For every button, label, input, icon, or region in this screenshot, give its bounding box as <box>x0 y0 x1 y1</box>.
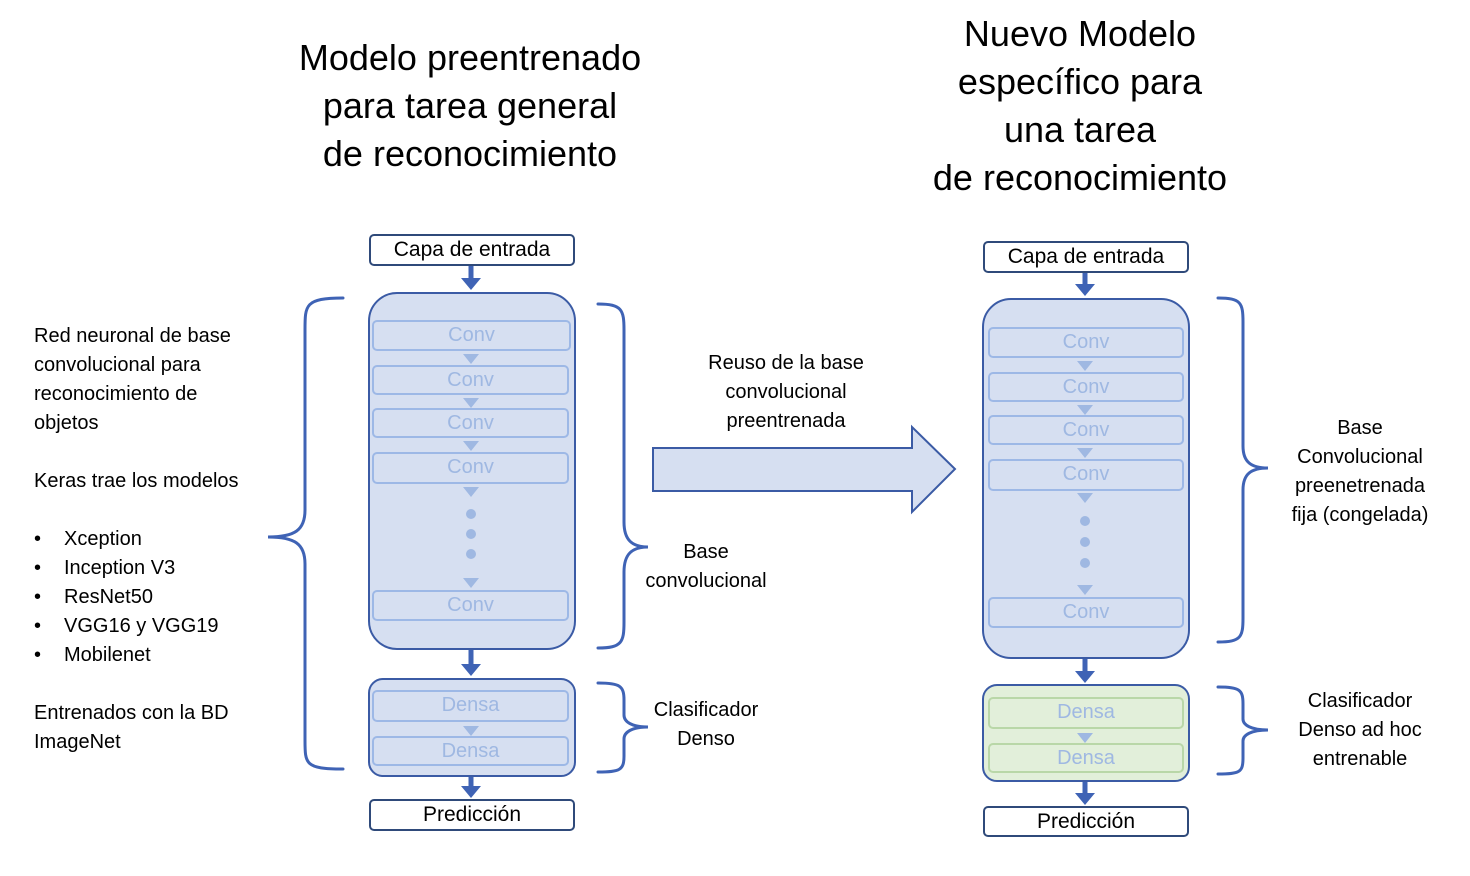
left-conv-layer: Conv <box>372 320 571 351</box>
left-outer-brace <box>267 296 345 771</box>
base-brace <box>596 302 649 650</box>
right-inner-arrows <box>1077 361 1093 743</box>
left-conv-block <box>368 292 576 650</box>
right-classifier-label-line: Denso ad hoc <box>1298 719 1422 741</box>
left-dense-layer: Densa <box>372 690 569 722</box>
right-ellipsis-dots <box>1080 516 1090 568</box>
left-conv-layer: Conv <box>372 452 569 484</box>
left-conv-layer: Conv <box>372 408 569 438</box>
model-list-item: ResNet50 <box>34 583 274 612</box>
base-convolucional-label: Base convolucional <box>630 538 782 596</box>
right-input-layer: Capa de entrada <box>983 241 1189 273</box>
left-input-layer: Capa de entrada <box>369 234 575 266</box>
left-dense-layer: Densa <box>372 736 569 766</box>
model-list: Xception Inception V3 ResNet50 VGG16 y V… <box>34 525 274 670</box>
right-title-line: Nuevo Modelo <box>963 13 1197 54</box>
right-flow-arrows <box>1075 273 1095 805</box>
right-base-label-line: Convolucional <box>1297 446 1423 468</box>
right-conv-layer: Conv <box>988 372 1184 402</box>
reuse-arrow <box>652 424 957 515</box>
left-inner-arrows <box>463 354 479 736</box>
right-classifier-label-line: Clasificador <box>1307 690 1413 712</box>
right-classifier-label: Clasificador Denso ad hoc entrenable <box>1280 687 1440 774</box>
classifier-label-line: Clasificador <box>653 699 759 721</box>
left-flow-arrows <box>461 266 481 798</box>
trained-line: ImageNet <box>34 731 121 753</box>
reuse-label-line: convolucional <box>725 381 847 403</box>
left-title: Modelo preentrenado para tarea general d… <box>240 34 700 178</box>
reuse-label: Reuso de la base convolucional preentren… <box>680 349 892 436</box>
description-line: reconocimiento de <box>34 383 198 405</box>
right-base-brace <box>1216 296 1269 644</box>
classifier-brace <box>596 681 649 774</box>
right-title-line: de reconocimiento <box>932 157 1228 198</box>
left-description: Red neuronal de base convolucional para … <box>34 322 274 757</box>
left-title-line: de reconocimiento <box>322 133 618 174</box>
trained-line: Entrenados con la BD <box>34 702 229 724</box>
left-title-line: para tarea general <box>322 85 618 126</box>
reuse-label-line: preentrenada <box>726 410 846 432</box>
left-prediction-layer: Predicción <box>369 799 575 831</box>
right-conv-layer: Conv <box>988 459 1184 491</box>
right-classifier-brace <box>1216 685 1269 776</box>
classifier-label: Clasificador Denso <box>636 696 776 754</box>
right-dense-layer: Densa <box>988 697 1184 729</box>
left-ellipsis-dots <box>466 509 476 559</box>
right-base-label: Base Convolucional preenetrenada fija (c… <box>1278 414 1442 530</box>
model-list-item: Inception V3 <box>34 554 274 583</box>
right-title-line: una tarea <box>1003 109 1157 150</box>
right-dense-layer: Densa <box>988 743 1184 773</box>
right-base-label-line: preenetrenada <box>1294 475 1426 497</box>
right-title-line: específico para <box>957 61 1203 102</box>
right-classifier-label-line: entrenable <box>1312 748 1408 770</box>
description-line: Red neuronal de base <box>34 325 231 347</box>
right-conv-layer: Conv <box>988 327 1184 358</box>
right-base-label-line: Base <box>1337 417 1383 439</box>
description-line: objetos <box>34 412 99 434</box>
right-conv-block <box>982 298 1190 659</box>
keras-line: Keras trae los modelos <box>34 470 239 492</box>
model-list-item: VGG16 y VGG19 <box>34 612 274 641</box>
base-label-line: convolucional <box>645 570 767 592</box>
right-prediction-layer: Predicción <box>983 806 1189 837</box>
right-base-label-line: fija (congelada) <box>1291 504 1429 526</box>
model-list-item: Xception <box>34 525 274 554</box>
right-title: Nuevo Modelo específico para una tarea d… <box>880 10 1280 202</box>
classifier-label-line: Denso <box>677 728 735 750</box>
description-line: convolucional para <box>34 354 201 376</box>
base-label-line: Base <box>683 541 729 563</box>
right-conv-layer: Conv <box>988 415 1184 445</box>
left-title-line: Modelo preentrenado <box>298 37 642 78</box>
model-list-item: Mobilenet <box>34 641 274 670</box>
left-conv-layer: Conv <box>372 365 569 395</box>
left-conv-layer: Conv <box>372 590 569 621</box>
reuse-label-line: Reuso de la base <box>708 352 864 374</box>
right-conv-layer: Conv <box>988 597 1184 628</box>
